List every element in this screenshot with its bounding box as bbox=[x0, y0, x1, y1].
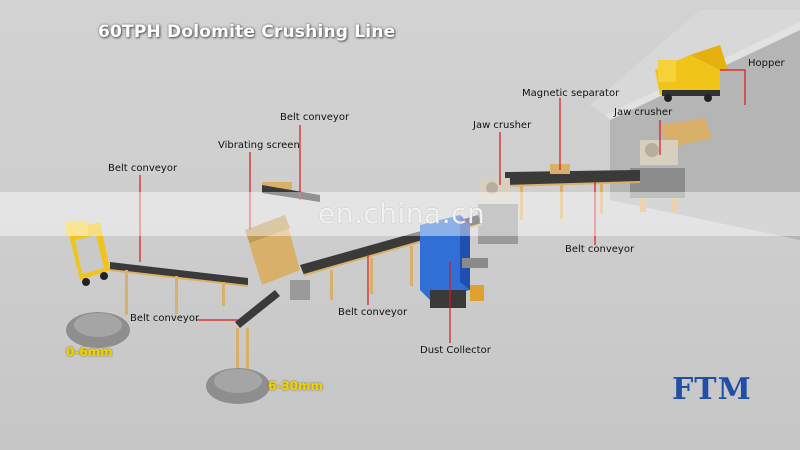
belt-conveyor-top bbox=[262, 185, 320, 202]
label-belt-conveyor-left: Belt conveyor bbox=[108, 163, 178, 174]
label-dust-collector: Dust Collector bbox=[420, 345, 491, 356]
leader-hopper bbox=[720, 69, 746, 105]
dust-collector-body bbox=[420, 215, 488, 308]
dump-truck-top bbox=[655, 45, 728, 102]
label-belt-conveyor-right: Belt conveyor bbox=[565, 244, 635, 255]
dump-truck-left bbox=[66, 222, 110, 286]
size-label-fine: 0-6mm bbox=[66, 345, 113, 359]
label-belt-conveyor-bottom: Belt conveyor bbox=[130, 313, 200, 324]
label-vibrating-screen: Vibrating screen bbox=[218, 140, 300, 151]
label-jaw-crusher-mid: Jaw crusher bbox=[473, 120, 532, 131]
vibrating-screen-body bbox=[245, 182, 310, 300]
ftm-logo: FTM bbox=[672, 372, 752, 407]
label-belt-conveyor-top: Belt conveyor bbox=[280, 112, 350, 123]
watermark: en.china.cn bbox=[318, 197, 486, 230]
label-jaw-crusher-top: Jaw crusher bbox=[614, 107, 673, 118]
logo-text: FTM bbox=[672, 372, 752, 407]
label-hopper: Hopper bbox=[748, 58, 785, 69]
label-magnetic-separator: Magnetic separator bbox=[522, 88, 620, 99]
label-belt-conveyor-center: Belt conveyor bbox=[338, 307, 408, 318]
belt-conveyor-left bbox=[110, 262, 248, 286]
size-label-coarse: 6-30mm bbox=[268, 379, 324, 393]
diagram-title: 60TPH Dolomite Crushing Line bbox=[98, 22, 396, 42]
watermark-band bbox=[0, 192, 800, 236]
belt-conveyor-bottom bbox=[235, 290, 280, 328]
leader-lines bbox=[139, 69, 746, 343]
